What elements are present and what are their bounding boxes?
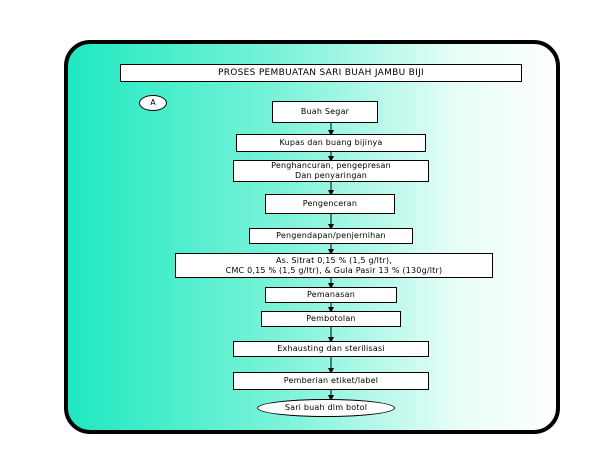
step-label: Exhausting dan sterilisasi	[277, 344, 385, 353]
step-label-line-2: Dan penyaringan	[294, 171, 367, 180]
step-exhausting: Exhausting dan sterilisasi	[233, 341, 429, 357]
connector-badge: A	[139, 95, 167, 111]
step-kupas: Kupas dan buang bijinya	[236, 134, 426, 152]
step-label: Pengendapan/penjernihan	[276, 231, 386, 240]
step-label: Pembotolan	[306, 314, 356, 323]
step-label: Kupas dan buang bijinya	[279, 138, 383, 147]
step-label: Pemberian etiket/label	[283, 376, 379, 385]
step-label-line-2: CMC 0,15 % (1,5 g/ltr), & Gula Pasir 13 …	[225, 265, 443, 275]
step-pemanasan: Pemanasan	[265, 287, 397, 303]
diagram-title: PROSES PEMBUATAN SARI BUAH JAMBU BIJI	[120, 64, 522, 82]
step-pengendapan: Pengendapan/penjernihan	[249, 228, 413, 244]
step-pembotolan: Pembotolan	[261, 311, 401, 327]
step-sari-buah-dlm-botol: Sari buah dlm botol	[257, 399, 395, 417]
step-pemberian-etiket: Pemberian etiket/label	[233, 372, 429, 390]
step-buah-segar: Buah Segar	[272, 101, 378, 123]
step-label: Pemanasan	[306, 290, 356, 299]
step-label: Pengenceran	[302, 199, 358, 208]
step-label: Buah Segar	[300, 107, 350, 116]
step-label-line-1: Penghancuran, pengepresan	[271, 161, 391, 170]
step-bahan-tambahan: As. Sitrat 0,15 % (1,5 g/ltr),CMC 0,15 %…	[175, 253, 493, 278]
step-pengenceran: Pengenceran	[265, 194, 395, 214]
step-label: Sari buah dlm botol	[284, 403, 368, 412]
step-label-line-1: As. Sitrat 0,15 % (1,5 g/ltr),	[275, 255, 392, 265]
